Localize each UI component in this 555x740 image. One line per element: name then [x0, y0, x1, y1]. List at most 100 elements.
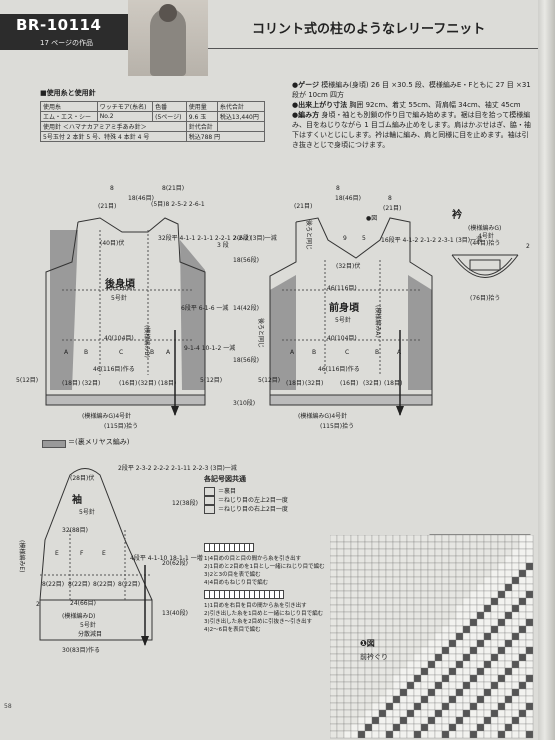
chart-cell: [525, 562, 534, 571]
chart-cell: [483, 723, 492, 732]
chart-cell: [399, 702, 408, 711]
chart-cell: [427, 569, 436, 578]
chart-cell: [392, 548, 401, 557]
chart-cell: [385, 716, 394, 725]
chart-cell: [330, 716, 338, 725]
back-top-left-sub: (21目): [98, 203, 116, 210]
chart-cell: [378, 611, 387, 620]
chart-cell: [343, 597, 352, 606]
chart-cell: [330, 632, 338, 641]
chart-cell: [469, 653, 478, 662]
chart-cell: [476, 611, 485, 620]
chart-cell: [406, 667, 415, 676]
chart-cell: [350, 632, 359, 641]
chart-cell: [469, 646, 478, 655]
chart-cell: [483, 646, 492, 655]
chart-cell: [427, 681, 436, 690]
chart-cell: [483, 604, 492, 613]
back-top-mid: 18(46目): [128, 195, 154, 202]
chart-cell: [406, 604, 415, 613]
chart-cell: [336, 562, 345, 571]
chart-cell: [483, 590, 492, 599]
chart-cell: [497, 681, 506, 690]
chart-cell: [385, 695, 394, 704]
chart-cell: [399, 667, 408, 676]
chart-cell: [350, 709, 359, 718]
chart-cell: [469, 632, 478, 641]
chart-cell: [483, 667, 492, 676]
chart-cell: [350, 569, 359, 578]
chart-cell: [399, 632, 408, 641]
chart-cell: [462, 541, 471, 550]
chart-cell: [455, 576, 464, 585]
chart-cell: [427, 618, 436, 627]
chart-cell: [441, 632, 450, 641]
chart-cell: [476, 632, 485, 641]
chart-cell: [518, 569, 527, 578]
chart-cell: [511, 555, 520, 564]
front-sub-mid-left: (32目): [305, 380, 323, 387]
chart-cell: [378, 660, 387, 669]
chart-cell: [385, 709, 394, 718]
chart-cell: [483, 709, 492, 718]
chart-cell: [413, 681, 422, 690]
chart-cell: [350, 625, 359, 634]
chart-cell: [504, 709, 513, 718]
chart-cell: [406, 730, 415, 739]
chart-cell: [385, 555, 394, 564]
chart-cell: [469, 716, 478, 725]
sleeve-incr: 4段平 4-1-10 18-1-1 一増: [130, 554, 203, 562]
chart-cell: [420, 660, 429, 669]
chart-cell: [406, 660, 415, 669]
chart-cell: [420, 688, 429, 697]
chart-cell: [455, 583, 464, 592]
sleeve-sub-m2: 8(22目): [93, 581, 115, 588]
chart-cell: [525, 716, 534, 725]
chart-cell: [497, 653, 506, 662]
chart-cells: [330, 535, 534, 739]
chart-cell: [469, 674, 478, 683]
chart-cell: [420, 723, 429, 732]
materials-heading: ■使用糸と使用針: [40, 89, 96, 97]
chart-cell: [518, 695, 527, 704]
chart-cell: [483, 625, 492, 634]
chart-cell: [350, 653, 359, 662]
chart-cell: [420, 632, 429, 641]
chart-cell: [434, 639, 443, 648]
chart-cell: [378, 618, 387, 627]
chart-cell: [413, 562, 422, 571]
chart-cell: [385, 618, 394, 627]
back-side-panel-right: [180, 240, 205, 390]
chart-cell: [504, 562, 513, 571]
chart-cell: [525, 535, 534, 543]
chart-cell: [336, 702, 345, 711]
chart-cell: [357, 583, 366, 592]
chart-cell: [434, 555, 443, 564]
chart-cell: [476, 618, 485, 627]
chart-cell: [385, 535, 394, 543]
chart-cell: [518, 667, 527, 676]
chart-cell: [462, 660, 471, 669]
chart-cell: [357, 660, 366, 669]
chart-cell: [385, 688, 394, 697]
chart-cell: [427, 541, 436, 550]
chart-cell: [504, 597, 513, 606]
chart-cell: [448, 688, 457, 697]
chart-cell: [357, 535, 366, 543]
chart-cell: [336, 695, 345, 704]
chart-cell: [504, 548, 513, 557]
back-h3: 18(56段): [233, 256, 259, 264]
chart-cell: [469, 548, 478, 557]
chart-cell: [343, 681, 352, 690]
chart-cell: [378, 632, 387, 641]
chart-cell: [392, 576, 401, 585]
chart-cell: [392, 590, 401, 599]
chart-cell: [371, 723, 380, 732]
chart-cell: [504, 590, 513, 599]
chart-cell: [525, 667, 534, 676]
chart-cell: [399, 541, 408, 550]
chart-cell: [497, 535, 506, 543]
chart-cell: [455, 541, 464, 550]
chart-cell: [497, 597, 506, 606]
chart-cell: [427, 535, 436, 543]
